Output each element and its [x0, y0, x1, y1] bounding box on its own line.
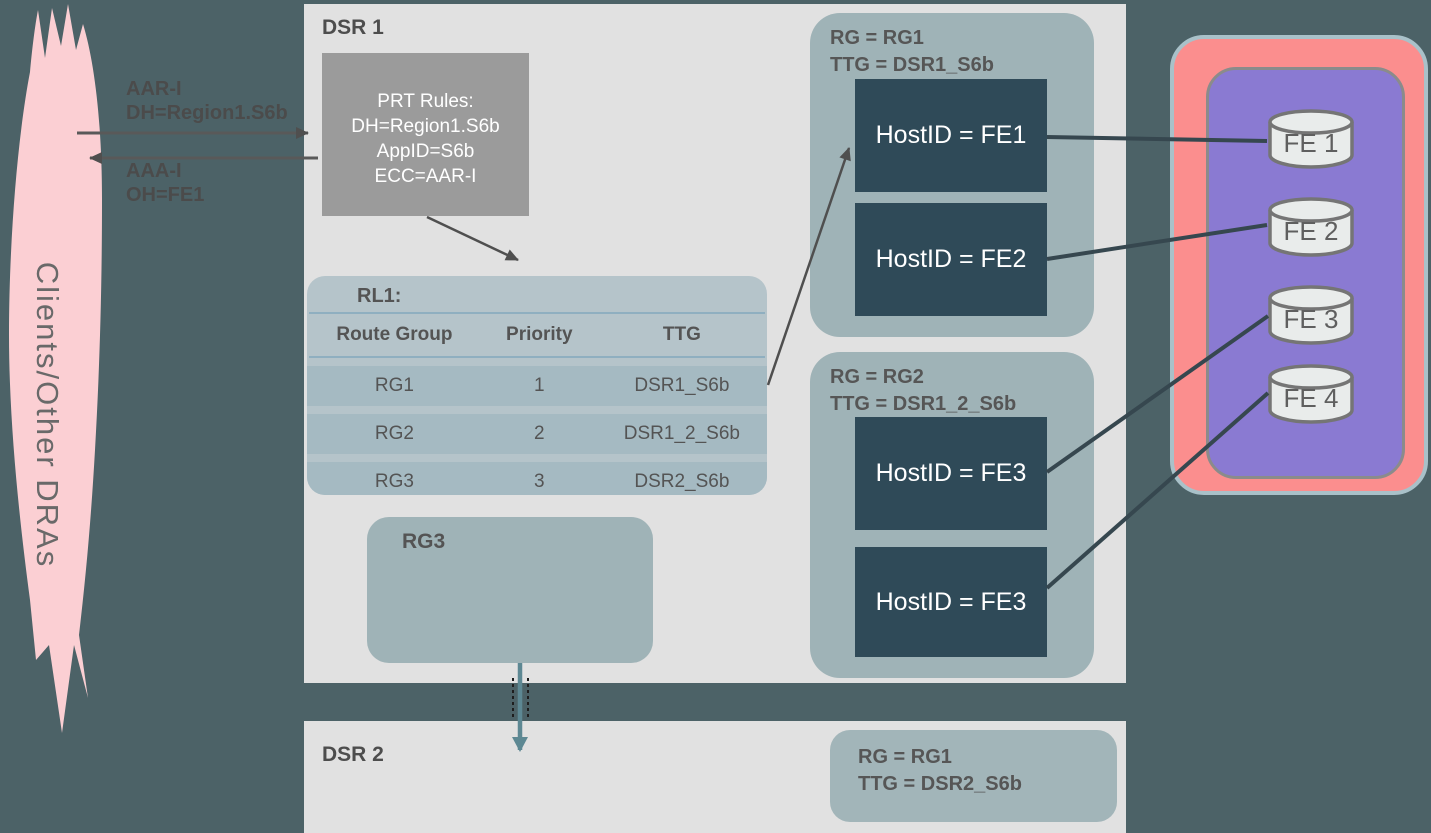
fe2-label: FE 2 — [1283, 216, 1339, 246]
database-icon — [1268, 285, 1354, 345]
table-row: RG3 3 DSR2_S6b — [307, 462, 767, 495]
clients-shape-path — [9, 4, 102, 733]
rg2-group-title: RG = RG2 TTG = DSR1_2_S6b — [830, 364, 1016, 418]
rg2-group-title-line2: TTG = DSR1_2_S6b — [830, 393, 1017, 415]
rl1-divider — [309, 356, 765, 358]
rl1-cell: RG3 — [374, 471, 414, 492]
fe2-node: FE 2 — [1265, 196, 1357, 258]
rg1-group-box: RG = RG1 TTG = DSR1_S6b HostID = FE1 Hos… — [810, 13, 1094, 337]
dsr2-rg-title-line2: TTG = DSR2_S6b — [858, 773, 1022, 795]
prt-line: AppID=S6b — [376, 141, 475, 162]
rl1-cell: 1 — [534, 375, 545, 396]
rl1-header-ttg: TTG — [662, 324, 701, 345]
dsr2-title: DSR 2 — [322, 743, 384, 766]
rl1-route-list-table: RL1: Route Group Priority TTG RG1 1 DSR1… — [307, 276, 767, 495]
rl1-cell: DSR1_S6b — [634, 375, 730, 396]
dsr2-rg-title-line1: RG = RG1 — [858, 746, 952, 768]
dsr2-rg-group-box: RG = RG1 TTG = DSR2_S6b — [830, 730, 1117, 822]
host-fe1-box: HostID = FE1 — [855, 79, 1047, 192]
fe3-label: FE 3 — [1283, 304, 1339, 334]
clients-cloud-shape — [9, 4, 102, 733]
rl1-cell: 3 — [534, 471, 545, 492]
rg3-label: RG3 — [402, 530, 446, 553]
rl1-cell: DSR2_S6b — [634, 471, 730, 492]
rl1-divider — [309, 312, 765, 314]
clients-label: Clients/Other DRAs — [30, 261, 65, 569]
fe1-node: FE 1 — [1265, 108, 1357, 170]
request-msg-line1: AAR-I — [126, 78, 182, 100]
response-msg-line2: OH=FE1 — [126, 184, 205, 206]
rl1-cell: DSR1_2_S6b — [623, 423, 740, 444]
dsr1-title: DSR 1 — [322, 16, 384, 39]
prt-rules-box: PRT Rules: DH=Region1.S6b AppID=S6b ECC=… — [322, 53, 529, 216]
prt-line: PRT Rules: — [377, 91, 474, 112]
table-row: RG1 1 DSR1_S6b — [307, 366, 767, 406]
database-icon — [1268, 197, 1354, 257]
host-fe3-box: HostID = FE3 — [855, 417, 1047, 530]
host-fe3b-box: HostID = FE3 — [855, 547, 1047, 657]
fe4-label: FE 4 — [1283, 383, 1339, 413]
rg1-group-title-line1: RG = RG1 — [830, 27, 924, 49]
rg1-group-title: RG = RG1 TTG = DSR1_S6b — [830, 25, 994, 79]
database-icon — [1268, 364, 1354, 424]
fe3-node: FE 3 — [1265, 284, 1357, 346]
rl1-header-priority: Priority — [506, 324, 573, 345]
host-fe2-box: HostID = FE2 — [855, 203, 1047, 316]
response-msg-line1: AAA-I — [126, 160, 182, 182]
prt-line: DH=Region1.S6b — [351, 116, 500, 137]
rl1-header-row: Route Group Priority TTG — [307, 314, 767, 356]
fe4-node: FE 4 — [1265, 363, 1357, 425]
rg1-group-title-line2: TTG = DSR1_S6b — [830, 54, 994, 76]
prt-line: ECC=AAR-I — [374, 166, 477, 187]
database-icon — [1268, 109, 1354, 169]
fe1-label: FE 1 — [1283, 128, 1339, 158]
rl1-cell: RG2 — [374, 423, 414, 444]
table-row: RG2 2 DSR1_2_S6b — [307, 414, 767, 454]
rl1-cell: 2 — [534, 423, 545, 444]
rg2-group-box: RG = RG2 TTG = DSR1_2_S6b HostID = FE3 H… — [810, 352, 1094, 678]
rg3-box: RG3 — [367, 517, 653, 663]
rl1-title: RL1: — [357, 285, 402, 307]
rl1-header-route-group: Route Group — [336, 324, 453, 345]
request-msg-line2: DH=Region1.S6b — [126, 102, 288, 124]
rl1-cell: RG1 — [374, 375, 414, 396]
rg2-group-title-line1: RG = RG2 — [830, 366, 924, 388]
dsr2-rg-group-title: RG = RG1 TTG = DSR2_S6b — [858, 744, 1022, 798]
